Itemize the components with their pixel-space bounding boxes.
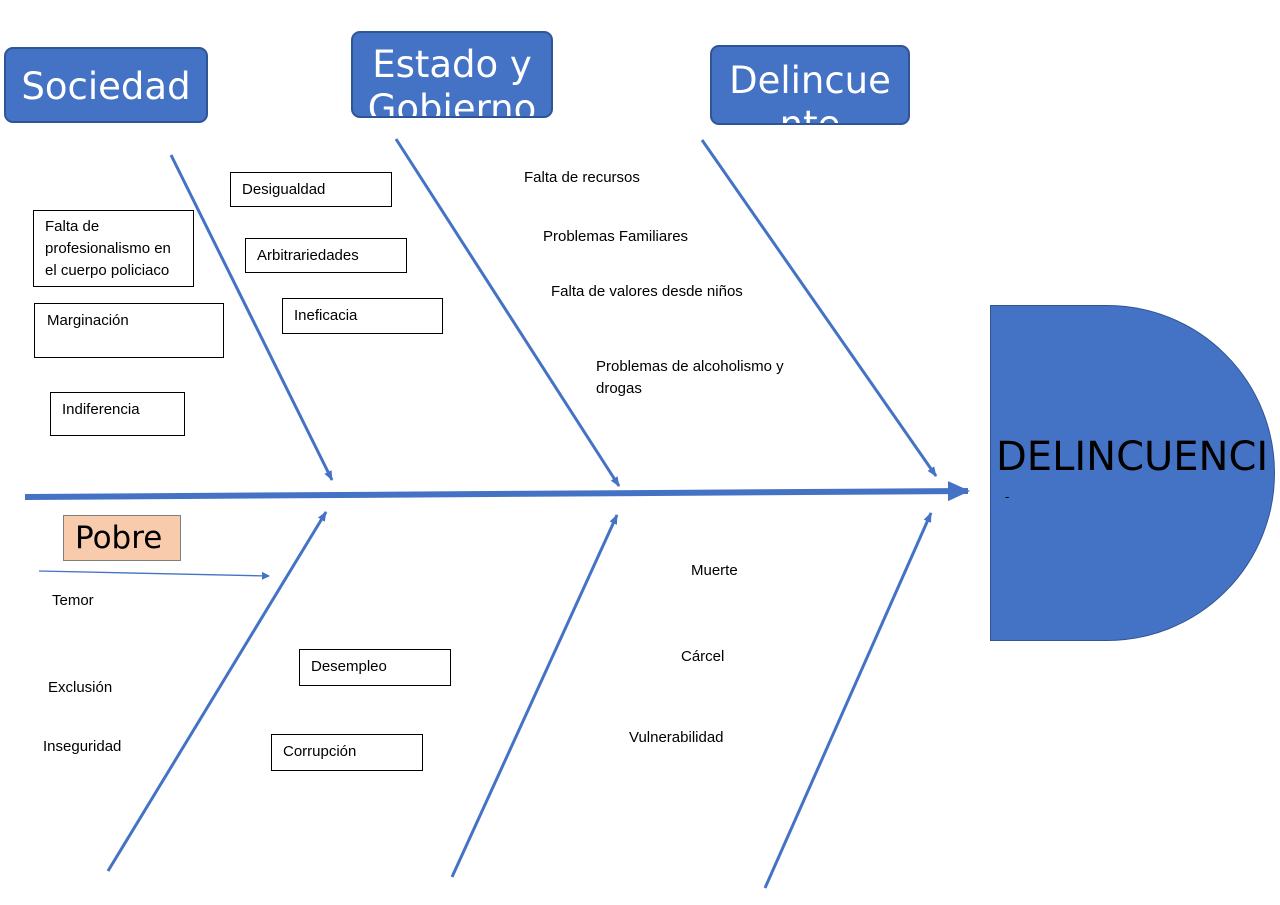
cause-marginacion: Marginación (34, 303, 224, 358)
category-delincuente-line2: nte (779, 103, 841, 125)
cause-corrupcion: Corrupción (271, 734, 423, 771)
cause-alcoholismo-line2: drogas (596, 380, 642, 397)
category-estado-line2: Gobierno (367, 87, 537, 118)
pobre-item-inseguridad: Inseguridad (43, 738, 122, 755)
cause-arbitrariedades: Arbitrariedades (245, 238, 407, 273)
cause-falta-valores: Falta de valores desde niños (551, 283, 743, 300)
cause-alcoholismo: Problemas de alcoholismo y drogas (596, 356, 784, 400)
pobre-arrow (38, 570, 270, 580)
category-delincuente: Delincue nte (710, 45, 910, 125)
category-estado-gobierno: Estado y Gobierno (351, 31, 553, 118)
consequence-vulnerabilidad: Vulnerabilidad (629, 729, 724, 746)
pobre-item-exclusion: Exclusión (48, 679, 113, 696)
category-sociedad-label: Sociedad (21, 65, 191, 108)
cause-indiferencia: Indiferencia (50, 392, 185, 436)
spine-arrow (24, 481, 970, 502)
cause-profesionalismo-line1: Falta de (45, 218, 100, 235)
cause-desigualdad: Desigualdad (230, 172, 392, 207)
category-sociedad: Sociedad (4, 47, 208, 123)
category-estado-line1: Estado y (372, 43, 532, 86)
cause-desempleo: Desempleo (299, 649, 451, 686)
bone-lower-left (106, 511, 328, 872)
bone-delincuente (700, 139, 938, 477)
category-delincuente-line1: Delincue (729, 59, 891, 102)
cause-falta-recursos: Falta de recursos (524, 169, 640, 186)
cause-alcoholismo-line1: Problemas de alcoholismo y (596, 358, 784, 375)
consequence-carcel: Cárcel (681, 648, 725, 665)
cause-ineficacia: Ineficacia (282, 298, 443, 334)
effect-label: DELINCUENCI (996, 434, 1269, 480)
pobre-item-temor: Temor (52, 592, 94, 609)
cause-profesionalismo-line3: el cuerpo policiaco (45, 262, 170, 279)
pobre-label: Pobre (63, 515, 181, 561)
consequence-muerte: Muerte (691, 562, 738, 579)
bone-lower-middle (450, 514, 619, 878)
cause-profesionalismo-line2: profesionalismo en (45, 240, 171, 257)
bone-lower-right (763, 512, 933, 889)
cause-problemas-familiares: Problemas Familiares (543, 228, 689, 245)
bone-sociedad (169, 154, 334, 481)
bone-estado (394, 138, 621, 487)
cause-falta-profesionalismo: Falta de profesionalismo en el cuerpo po… (33, 210, 194, 287)
effect-tail: - (1005, 490, 1010, 504)
